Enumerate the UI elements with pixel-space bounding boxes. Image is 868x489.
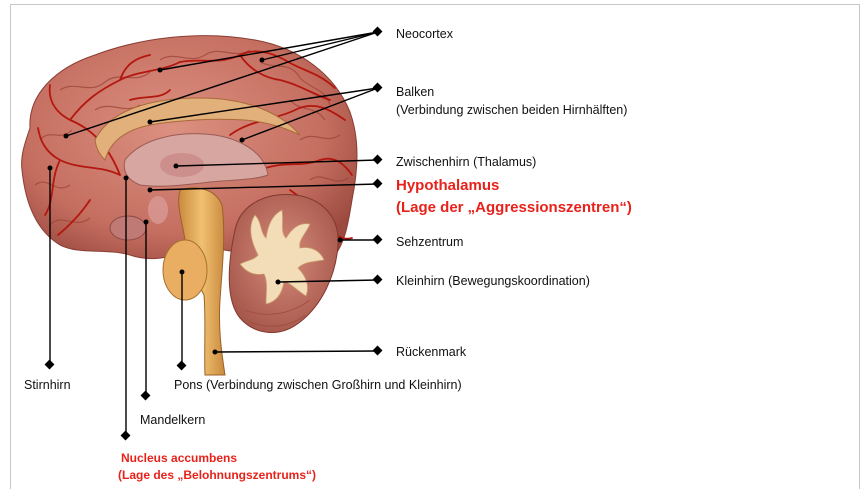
label-balken: Balken (396, 84, 434, 100)
label-rueckenmark: Rückenmark (396, 344, 466, 360)
label-kleinhirn: Kleinhirn (Bewegungskoordination) (396, 273, 590, 289)
label-hypothalamus: Hypothalamus (396, 176, 499, 196)
label-nucleus-accumbens-sub: (Lage des „Belohnungszentrums“) (118, 467, 316, 483)
label-hypothalamus-sub: (Lage der „Aggressionszentren“) (396, 198, 632, 218)
label-sehzentrum: Sehzentrum (396, 234, 463, 250)
amygdala-region (110, 216, 146, 240)
label-mandelkern: Mandelkern (140, 412, 205, 428)
label-balken-sub: (Verbindung zwischen beiden Hirnhälften) (396, 102, 627, 118)
label-stirnhirn: Stirnhirn (24, 377, 71, 393)
label-nucleus-accumbens: Nucleus accumbens (121, 450, 237, 466)
label-neocortex: Neocortex (396, 26, 453, 42)
label-pons: Pons (Verbindung zwischen Großhirn und K… (174, 377, 462, 393)
label-zwischenhirn: Zwischenhirn (Thalamus) (396, 154, 536, 170)
